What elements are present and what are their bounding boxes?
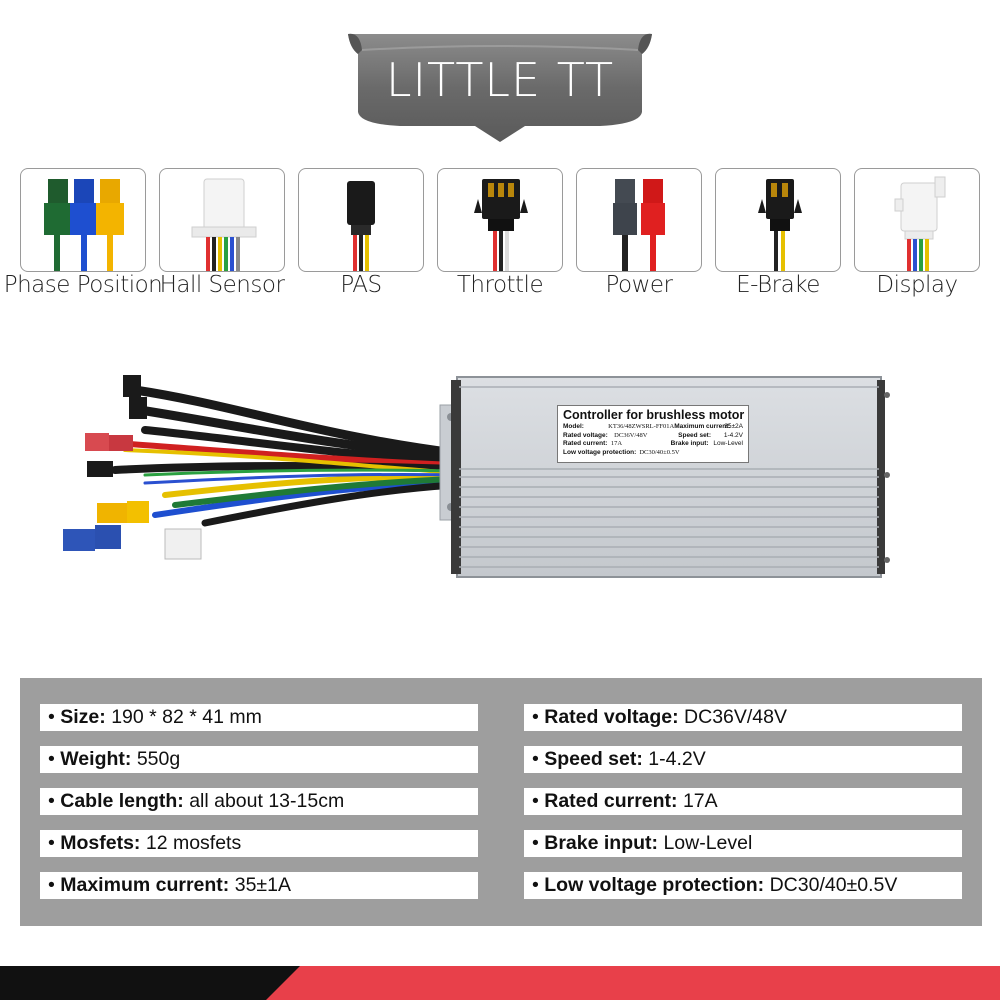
product-label-value: 35±2A: [724, 423, 743, 430]
spec-value: 190 * 82 * 41 mm: [111, 706, 262, 728]
connector-label: Phase Position: [3, 272, 163, 298]
product-label-row: Low voltage protection: DC30/40±0.5V: [563, 449, 743, 458]
footer-stripe: [0, 966, 1000, 1000]
spec-low-voltage-protection: • Low voltage protection: DC30/40±0.5V: [524, 872, 962, 899]
product-label-key: Brake input:: [670, 440, 709, 447]
spec-key: Size:: [60, 706, 106, 728]
product-label-key: Maximum current:: [674, 423, 731, 430]
spec-key: Mosfets:: [60, 832, 141, 854]
pas-connector-icon: [347, 181, 375, 271]
spec-key: Rated voltage:: [544, 706, 679, 728]
product-label-value: 1-4.2V: [723, 431, 743, 439]
spec-value: 17A: [682, 790, 718, 812]
spec-speed-set: • Speed set: 1-4.2V: [524, 746, 962, 773]
phase-position-connector-icon: [44, 179, 124, 271]
product-label-value: KT36/48ZWSRL-FF01A: [608, 423, 675, 430]
spec-value: all about 13-15cm: [189, 790, 345, 812]
connector-label: Hall Sensor: [159, 272, 285, 298]
spec-key: Brake input:: [544, 832, 659, 854]
spec-value: 1-4.2V: [648, 748, 706, 770]
connector-label: Display: [876, 272, 958, 298]
product-label-value: Low-Level: [713, 440, 743, 447]
spec-key: Cable length:: [60, 790, 184, 812]
spec-value: DC36V/48V: [684, 706, 788, 728]
spec-value: 550g: [136, 748, 181, 770]
spec-value: 35±1A: [234, 874, 291, 896]
product-label-key: Model:: [563, 423, 584, 430]
banner-ribbon-icon: [300, 33, 700, 142]
heatsink-fins: [459, 386, 879, 568]
product-label-row: Model: KT36/48ZWSRL-FF01A Maximum curren…: [563, 423, 743, 432]
spec-weight: • Weight: 550g: [40, 746, 478, 773]
connector-label: Throttle: [456, 272, 544, 298]
spec-maximum-current: • Maximum current: 35±1A: [40, 872, 478, 899]
hall-sensor-connector-icon: [191, 178, 257, 271]
cable-bundle: [111, 385, 460, 527]
e-brake-connector-icon: [758, 179, 802, 271]
spec-key: Speed set:: [544, 748, 643, 770]
controller-photo: [63, 375, 890, 578]
product-label-value: 17A: [610, 440, 623, 447]
connector-label: PAS: [340, 272, 382, 298]
product-label-row: Rated voltage: DC36V/48V Speed set: 1-4.…: [563, 432, 743, 441]
spec-value: DC30/40±0.5V: [769, 874, 898, 896]
spec-cable-length: • Cable length: all about 13-15cm: [40, 788, 478, 815]
connector-label: Power: [605, 272, 673, 298]
spec-value: Low-Level: [663, 832, 753, 854]
connector-label: E-Brake: [736, 272, 820, 298]
spec-brake-input: • Brake input: Low-Level: [524, 830, 962, 857]
spec-rated-current: • Rated current: 17A: [524, 788, 962, 815]
spec-key: Maximum current:: [60, 874, 230, 896]
throttle-connector-icon: [474, 179, 528, 271]
spec-panel: • Size: 190 * 82 * 41 mm • Weight: 550g …: [20, 678, 982, 926]
product-label-key: Rated current:: [563, 440, 608, 447]
product-label: Controller for brushless motor Model: KT…: [557, 405, 749, 463]
power-connector-icon: [613, 179, 665, 271]
product-label-value: DC36V/48V: [614, 431, 648, 439]
spec-mosfets: • Mosfets: 12 mosfets: [40, 830, 478, 857]
product-label-row: Rated current: 17A Brake input: Low-Leve…: [563, 440, 743, 449]
spec-value: 12 mosfets: [145, 832, 242, 854]
spec-key: Rated current:: [544, 790, 678, 812]
product-label-key: Speed set:: [678, 431, 712, 439]
spec-size: • Size: 190 * 82 * 41 mm: [40, 704, 478, 731]
brand-name: LITTLE TT: [385, 53, 615, 107]
display-connector-icon: [894, 176, 946, 271]
product-label-value: DC30/40±0.5V: [639, 448, 680, 456]
connector-list: Phase Position Hall Sensor: [4, 168, 982, 308]
product-label-key: Rated voltage:: [563, 431, 608, 439]
spec-rated-voltage: • Rated voltage: DC36V/48V: [524, 704, 962, 731]
spec-key: Low voltage protection:: [544, 874, 765, 896]
spec-key: Weight:: [60, 748, 132, 770]
product-label-key: Low voltage protection:: [563, 448, 637, 456]
product-label-title: Controller for brushless motor: [563, 408, 745, 422]
